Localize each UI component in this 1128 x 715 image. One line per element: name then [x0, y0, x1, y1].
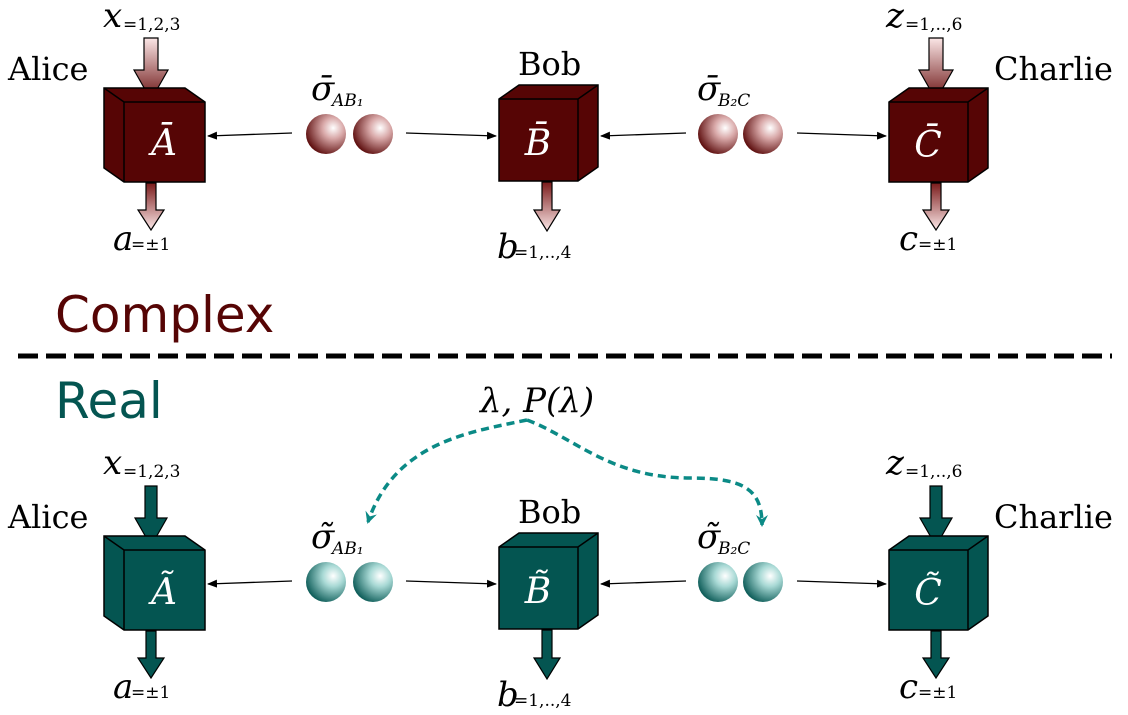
complex-charlie-box: C̄	[888, 87, 989, 183]
complex-source-ab: σ̄ AB₁	[207, 69, 497, 154]
real-source-bc: σ̃ B₂C	[600, 517, 887, 602]
complex-source-ab-symbol: σ̄	[311, 69, 335, 109]
real-alice-input-var: x	[103, 443, 122, 483]
complex-alice-name: Alice	[7, 50, 88, 88]
complex-source-bc-sphere-left	[698, 114, 738, 154]
real-alice-box-label: Ã	[148, 571, 177, 613]
real-link-bc-to-charlie	[796, 579, 887, 588]
complex-charlie-input-var: z	[885, 0, 905, 36]
real-alice-party: Alice x =1,2,3 Ã a =±1	[7, 443, 206, 707]
real-hidden-link-to-bc	[526, 418, 768, 527]
real-alice-input-sub: =1,2,3	[123, 462, 181, 482]
real-bob-name: Bob	[518, 493, 581, 531]
complex-link-ab-to-bob	[405, 131, 497, 140]
real-bob-output-sub: =1,..,4	[514, 691, 572, 711]
real-source-ab-sphere-right	[353, 562, 393, 602]
complex-section-label: Complex	[55, 286, 274, 344]
real-hidden-variable: λ, P(λ)	[478, 381, 594, 421]
real-charlie-output-var: c	[899, 667, 918, 707]
real-network: λ, P(λ) Alice x =1,2,3 Ã a =±1 σ̃ AB₁	[7, 381, 1113, 715]
real-hidden-link-to-ab	[365, 418, 528, 524]
real-charlie-output-sub: =±1	[918, 683, 957, 703]
complex-charlie-party: Charlie z =1,..,6 C̄ c =±1	[885, 0, 1113, 259]
complex-alice-box-label: Ā	[148, 123, 177, 164]
real-alice-output-sub: =±1	[131, 683, 170, 703]
complex-bob-box: B̄	[498, 84, 599, 182]
real-source-bc-symbol: σ̃	[697, 517, 721, 557]
real-source-ab-sphere-left	[306, 562, 346, 602]
complex-source-bc-sphere-right	[743, 114, 783, 154]
complex-link-bc-to-bob	[600, 131, 687, 140]
complex-link-bc-to-charlie	[796, 131, 887, 140]
real-source-ab-symbol: σ̃	[311, 517, 335, 557]
complex-bob-name: Bob	[518, 45, 581, 83]
complex-charlie-name: Charlie	[994, 50, 1113, 88]
real-bob-box: B̃	[498, 532, 599, 630]
complex-source-bc-sub: B₂C	[717, 91, 750, 111]
complex-source-ab-sphere-left	[306, 114, 346, 154]
complex-source-bc-symbol: σ̄	[697, 69, 721, 109]
real-link-bc-to-bob	[600, 579, 687, 588]
real-alice-output-arrow	[136, 630, 166, 680]
complex-bob-output-sub: =1,..,4	[514, 243, 572, 263]
complex-alice-input-var: x	[103, 0, 122, 36]
complex-source-bc: σ̄ B₂C	[600, 69, 887, 154]
complex-charlie-output-var: c	[899, 219, 918, 259]
real-source-bc-sphere-left	[698, 562, 738, 602]
complex-charlie-box-label: C̄	[914, 123, 942, 166]
complex-source-ab-sub: AB₁	[330, 91, 364, 111]
complex-link-ab-to-alice	[207, 131, 293, 140]
complex-alice-input-sub: =1,2,3	[123, 15, 181, 35]
real-charlie-box: C̃	[888, 535, 989, 631]
real-source-bc-sphere-right	[743, 562, 783, 602]
real-charlie-output-arrow	[921, 630, 951, 680]
real-alice-input-arrow	[133, 485, 169, 548]
real-source-ab: σ̃ AB₁	[207, 517, 497, 602]
complex-alice-input-arrow	[132, 37, 170, 102]
complex-charlie-output-arrow	[921, 182, 951, 232]
real-alice-box: Ã	[103, 535, 206, 631]
real-bob-output-arrow	[532, 629, 562, 681]
real-charlie-input-arrow	[918, 485, 954, 548]
complex-bob-output-arrow	[532, 181, 562, 233]
complex-alice-output-arrow	[136, 182, 166, 232]
real-charlie-box-label: C̃	[914, 572, 942, 614]
real-bob-output-var: b	[497, 675, 519, 715]
real-source-ab-sub: AB₁	[330, 539, 364, 559]
complex-bob-party: Bob B̄ b =1,..,4	[497, 45, 599, 267]
complex-alice-box: Ā	[103, 87, 206, 183]
real-bob-party: Bob B̃ b =1,..,4	[497, 493, 599, 715]
real-source-bc-sub: B₂C	[717, 539, 750, 559]
complex-alice-party: Alice x =1,2,3 Ā a =±1	[7, 0, 206, 259]
complex-network: Alice x =1,2,3 Ā a =±1 σ̄ AB₁ Bob	[7, 0, 1113, 267]
complex-bob-output-var: b	[497, 227, 519, 267]
real-alice-output-var: a	[113, 667, 133, 707]
real-bob-box-label: B̃	[524, 570, 551, 612]
complex-charlie-input-arrow	[917, 37, 955, 102]
real-alice-name: Alice	[7, 498, 88, 536]
real-charlie-name: Charlie	[994, 498, 1113, 536]
real-charlie-input-sub: =1,..,6	[905, 462, 963, 482]
real-charlie-party: Charlie z =1,..,6 C̃ c =±1	[885, 443, 1113, 707]
real-charlie-input-var: z	[885, 443, 905, 483]
complex-charlie-output-sub: =±1	[918, 235, 957, 255]
real-link-ab-to-alice	[207, 579, 293, 588]
complex-alice-output-sub: =±1	[131, 235, 170, 255]
complex-charlie-input-sub: =1,..,6	[905, 15, 963, 35]
real-section-label: Real	[55, 372, 163, 430]
complex-bob-box-label: B̄	[524, 121, 551, 164]
complex-alice-output-var: a	[113, 219, 133, 259]
real-link-ab-to-bob	[405, 579, 497, 588]
complex-source-ab-sphere-right	[353, 114, 393, 154]
